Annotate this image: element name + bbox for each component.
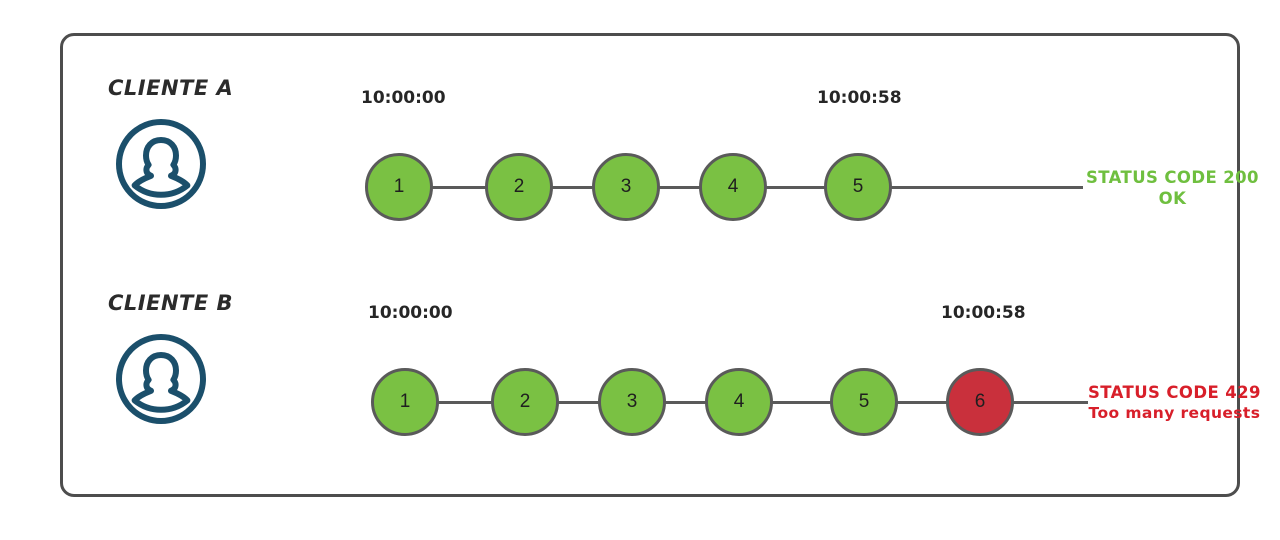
client-row-b: CLIENTE B 10:00:00 10:00:58 1 2 3 4 5 6 (63, 291, 1261, 491)
request-node[interactable]: 1 (365, 153, 433, 221)
diagram-panel: CLIENTE A 10:00:00 10:00:58 1 2 3 4 5 ST… (60, 33, 1261, 497)
status-badge-b: STATUS CODE 429 Too many requests (1088, 383, 1261, 423)
request-node[interactable]: 4 (699, 153, 767, 221)
timestamp-start-a: 10:00:00 (361, 88, 446, 108)
request-node[interactable]: 5 (824, 153, 892, 221)
status-code-line: STATUS CODE 429 (1088, 383, 1261, 402)
request-node[interactable]: 2 (491, 368, 559, 436)
client-row-a: CLIENTE A 10:00:00 10:00:58 1 2 3 4 5 ST… (63, 76, 1259, 276)
user-avatar-icon (115, 118, 207, 210)
request-node[interactable]: 5 (830, 368, 898, 436)
status-message-line: OK (1158, 188, 1187, 208)
timeline-a: 10:00:00 10:00:58 1 2 3 4 5 STATUS CODE … (303, 76, 1259, 276)
timestamp-end-b: 10:00:58 (941, 303, 1026, 323)
request-node-rate-limited[interactable]: 6 (946, 368, 1014, 436)
user-avatar-icon (115, 333, 207, 425)
status-badge-a: STATUS CODE 200 OK (1086, 168, 1259, 209)
request-node[interactable]: 2 (485, 153, 553, 221)
timestamp-end-a: 10:00:58 (817, 88, 902, 108)
client-label-b: CLIENTE B (108, 291, 234, 315)
request-node[interactable]: 3 (598, 368, 666, 436)
client-label-a: CLIENTE A (108, 76, 234, 100)
request-node[interactable]: 3 (592, 153, 660, 221)
status-code-line: STATUS CODE 200 (1086, 168, 1259, 187)
timeline-b: 10:00:00 10:00:58 1 2 3 4 5 6 STATUS COD… (303, 291, 1261, 491)
status-message-line: Too many requests (1088, 403, 1261, 422)
request-node[interactable]: 4 (705, 368, 773, 436)
request-node[interactable]: 1 (371, 368, 439, 436)
timestamp-start-b: 10:00:00 (368, 303, 453, 323)
